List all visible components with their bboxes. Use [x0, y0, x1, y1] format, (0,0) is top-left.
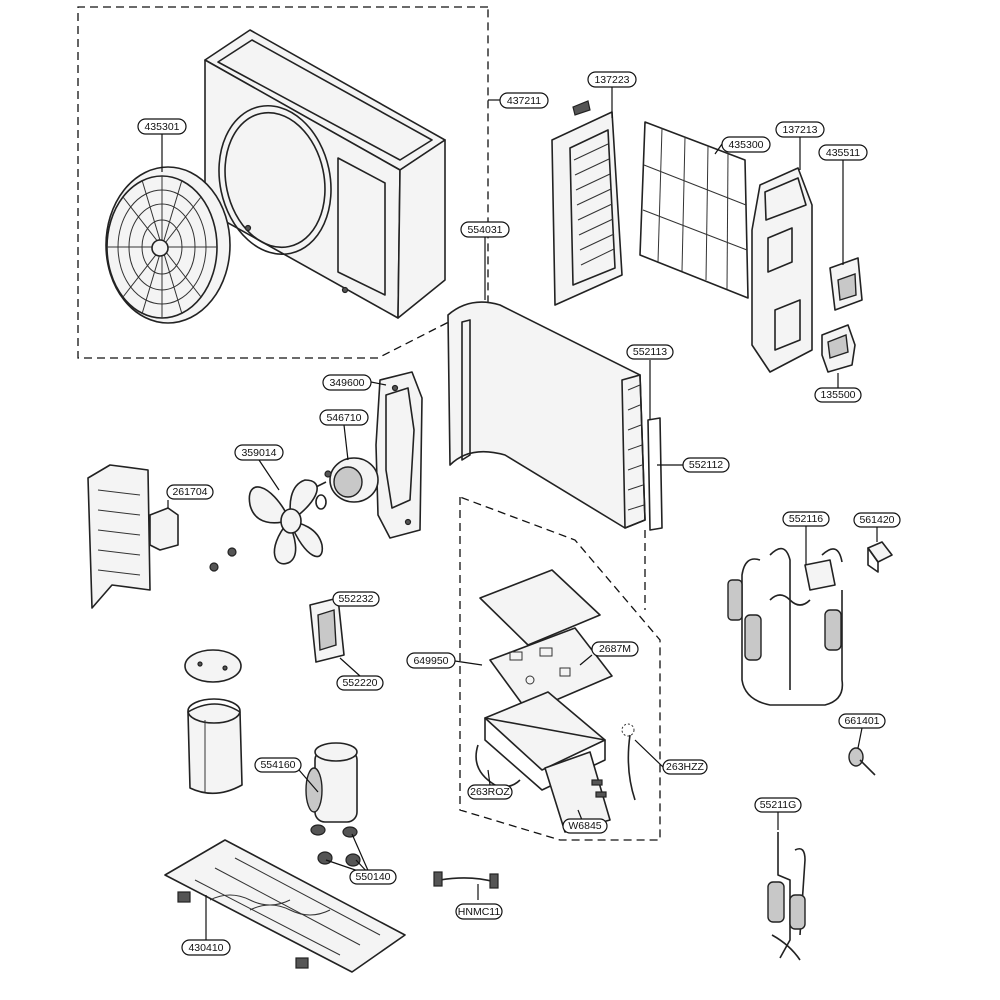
- service-valve-piping: [767, 832, 806, 961]
- callout-text: 55211G: [760, 799, 797, 811]
- condenser-coil: [447, 301, 663, 531]
- callout-263hzz: 263HZZ: [662, 759, 708, 775]
- cabinet-front-panel: [204, 29, 446, 319]
- callout-text: 2687M: [599, 643, 631, 655]
- callout-text: 430410: [188, 942, 223, 954]
- callout-text: 261704: [172, 486, 207, 498]
- side-panel-louvered: [551, 100, 623, 306]
- compressor-sound-jacket: [187, 698, 243, 795]
- callout-text: 135500: [820, 389, 855, 401]
- callout-text: 552112: [689, 459, 723, 471]
- callout-text: 137223: [594, 74, 629, 86]
- callout-55211g: 55211G: [754, 797, 802, 813]
- callout-349600: 349600: [322, 374, 372, 391]
- callout-552232: 552232: [332, 591, 380, 607]
- callout-437211: 437211: [499, 92, 549, 109]
- fan-motor: [309, 457, 379, 503]
- callout-261704: 261704: [166, 484, 214, 500]
- compressor: [305, 742, 361, 867]
- callout-text: 552220: [342, 677, 377, 689]
- callout-435301: 435301: [137, 118, 187, 135]
- rear-wire-grille: [639, 121, 749, 299]
- callout-546710: 546710: [319, 409, 369, 426]
- callout-359014: 359014: [234, 444, 284, 461]
- callout-552116: 552116: [782, 511, 830, 527]
- callout-text: 435300: [728, 139, 763, 151]
- callout-263roz: 263ROZ: [467, 784, 513, 800]
- callout-text: 359014: [241, 447, 276, 459]
- callout-text: 554160: [260, 759, 295, 771]
- callout-435511: 435511: [818, 144, 868, 161]
- cabinet-group-outline: [77, 6, 489, 359]
- propeller-fan: [209, 479, 327, 572]
- callout-text: 435511: [826, 147, 860, 159]
- leader-lines: [161, 87, 878, 940]
- callout-552220: 552220: [336, 675, 384, 691]
- callout-137213: 137213: [775, 121, 825, 138]
- callout-2687m: 2687M: [591, 641, 639, 657]
- handle: [821, 324, 856, 373]
- callout-text: 561420: [859, 514, 894, 526]
- callout-649950: 649950: [406, 652, 456, 669]
- callout-text: 437211: [507, 95, 541, 107]
- partition-plate: [87, 464, 179, 609]
- control-box-assembly: [475, 569, 636, 833]
- callout-554160: 554160: [254, 757, 302, 773]
- callout-552112: 552112: [682, 457, 730, 473]
- callout-text: 649950: [413, 655, 448, 667]
- callout-554031: 554031: [460, 221, 510, 238]
- callout-430410: 430410: [181, 939, 231, 956]
- callout-552113: 552113: [626, 344, 674, 360]
- wire-harness: [433, 871, 499, 889]
- fan-grille: [105, 166, 231, 324]
- callout-text: 550140: [355, 871, 390, 883]
- callout-550140: 550140: [349, 869, 397, 885]
- callout-text: HNMC11: [458, 906, 501, 918]
- callout-text: 435301: [144, 121, 179, 133]
- callout-text: 263HZZ: [666, 761, 705, 773]
- reactor: [309, 597, 345, 663]
- callout-561420: 561420: [853, 512, 901, 528]
- terminal-cover: [829, 257, 863, 311]
- compressor-top-plate: [184, 649, 242, 683]
- callout-text: W6845: [568, 820, 601, 832]
- callout-text: 263ROZ: [470, 786, 510, 798]
- callout-hnmc11: HNMC11: [455, 903, 503, 920]
- callout-text: 546710: [326, 412, 361, 424]
- temperature-sensor: [848, 747, 876, 776]
- callout-text: 552116: [789, 513, 823, 525]
- base-pan: [164, 839, 406, 973]
- callout-text: 349600: [329, 377, 364, 389]
- callout-text: 661401: [844, 715, 879, 727]
- callout-w6845: W6845: [562, 818, 608, 834]
- callout-text: 137213: [782, 124, 817, 136]
- control-box-group-outline: [459, 496, 661, 841]
- callout-135500: 135500: [814, 387, 862, 403]
- callout-text: 554031: [467, 224, 502, 236]
- motor-mount-bracket: [375, 371, 423, 539]
- callout-137223: 137223: [587, 71, 637, 88]
- callout-text: 552232: [338, 593, 373, 605]
- valve-coil: [867, 541, 893, 573]
- four-way-valve-piping: [727, 547, 844, 706]
- callout-661401: 661401: [838, 713, 886, 729]
- callout-435300: 435300: [721, 136, 771, 153]
- right-side-panel: [751, 167, 813, 373]
- callout-text: 552113: [633, 346, 667, 358]
